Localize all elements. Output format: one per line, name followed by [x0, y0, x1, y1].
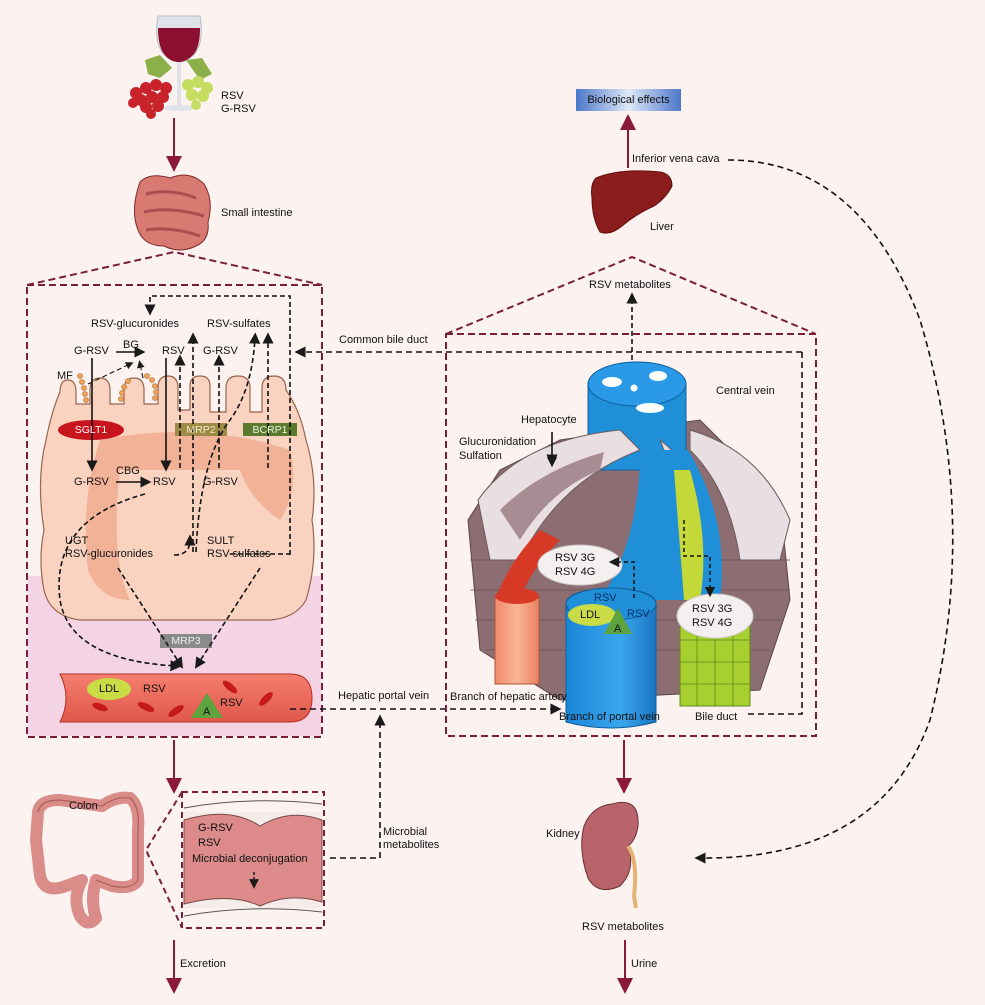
kidney-label: Kidney	[546, 828, 580, 840]
liver-label: Liver	[650, 221, 674, 233]
rsv-3g-label-b: RSV 3G	[692, 603, 733, 615]
rsv-sulfates-label: RSV-sulfates	[207, 318, 271, 330]
cell-g-rsv-2-label: G-RSV	[203, 476, 238, 488]
rsv-glucuronides-label: RSV-glucuronides	[91, 318, 180, 330]
colon-g-rsv-label: G-RSV	[198, 822, 233, 834]
rsv-3g-label-a: RSV 3G	[555, 552, 596, 564]
wine-grapes-icon	[128, 15, 213, 119]
sulfation-label: Sulfation	[459, 450, 502, 462]
kidney-rsv-metabolites-label: RSV metabolites	[582, 921, 664, 933]
blood-ldl-label: LDL	[99, 683, 120, 695]
urine-label: Urine	[631, 958, 658, 970]
common-bile-duct-path	[294, 346, 803, 715]
mrp2-transporter	[175, 423, 227, 436]
sglt1-label: SGLT1	[74, 424, 108, 436]
excretion-label: Excretion	[180, 958, 226, 970]
blood-vessel	[59, 673, 313, 723]
source-compound-rsv: RSV	[221, 90, 244, 102]
small-intestine-icon	[134, 174, 211, 251]
rsv-4g-label-a: RSV 4G	[555, 566, 596, 578]
liver-rsv-metabolites-label: RSV metabolites	[589, 279, 671, 291]
colon-rsv-label: RSV	[198, 837, 221, 849]
blood-rsv-2-label: RSV	[220, 697, 243, 709]
glucuronidation-label: Glucuronidation	[459, 436, 537, 448]
mrp3-label: MRP3	[171, 635, 201, 647]
lumen-rsv-label: RSV	[162, 345, 185, 357]
inferior-vena-cava-label: Inferior vena cava	[632, 153, 720, 165]
bcrp1-transporter	[243, 423, 297, 436]
liver-icon	[591, 170, 673, 234]
enterocyte	[39, 375, 315, 621]
colon-zoom-frame	[144, 791, 325, 929]
rsv-4g-label-b: RSV 4G	[692, 617, 733, 629]
portal-rsv-label: RSV	[594, 592, 617, 604]
enterocyte-solid-arrows	[86, 346, 172, 488]
blood-albumin-label: A	[203, 706, 211, 718]
cell-rsv-label: RSV	[153, 476, 176, 488]
branch-portal-vein-label: Branch of portal vein	[559, 711, 660, 723]
cell-rsv-glucuronides-label: RSV-glucuronides	[65, 548, 154, 560]
vena-cava-to-kidney-path	[694, 159, 954, 864]
central-vein-label: Central vein	[716, 385, 775, 397]
hepatic-portal-vein-label: Hepatic portal vein	[338, 690, 430, 702]
colon-lumen-detail	[183, 800, 323, 917]
branch-hepatic-artery-label: Branch of hepatic artery	[450, 691, 567, 703]
mrp2-label: MRP2	[186, 424, 216, 436]
microbial-metabolites-path	[330, 714, 386, 859]
mrp3-transporter	[160, 634, 212, 648]
hepatocyte-label: Hepatocyte	[521, 414, 577, 426]
portal-albumin-label: A	[614, 623, 622, 635]
liver-zoom-frame	[445, 255, 817, 737]
colon-label: Colon	[69, 800, 98, 812]
enterocyte-dashed-arrows	[58, 295, 291, 672]
lumen-g-rsv-label: G-RSV	[74, 345, 109, 357]
cell-rsv-sulfates-label: RSV-sulfates	[207, 548, 271, 560]
kidney-icon	[581, 801, 639, 909]
bile-duct-label: Bile duct	[695, 711, 738, 723]
common-bile-duct-label: Common bile duct	[339, 334, 428, 346]
colon-icon	[30, 791, 145, 929]
liver-lobule	[467, 361, 791, 729]
portal-rsv-side-label: RSV	[627, 608, 650, 620]
sglt1-transporter	[58, 420, 124, 440]
bcrp1-label: BCRP1	[252, 424, 288, 436]
portal-ldl-label: LDL	[580, 609, 601, 621]
source-compound-g-rsv: G-RSV	[221, 103, 256, 115]
microflora-label: MF	[57, 370, 73, 382]
bg-enzyme-label: BG	[123, 339, 139, 351]
biological-effects-box: Biological effects	[576, 89, 681, 111]
lumen-g-rsv-2-label: G-RSV	[203, 345, 238, 357]
microbial-deconjugation-label: Microbial deconjugation	[192, 853, 308, 865]
ugt-enzyme-label: UGT	[65, 535, 89, 547]
cbg-enzyme-label: CBG	[116, 465, 140, 477]
small-intestine-label: Small intestine	[221, 207, 293, 219]
microbial-metabolites-label-2: metabolites	[383, 839, 440, 851]
blood-rsv-label: RSV	[143, 683, 166, 695]
intestine-zoom-frame	[26, 250, 323, 738]
microbial-metabolites-label-1: Microbial	[383, 826, 428, 838]
microflora-icon	[77, 373, 159, 403]
sult-enzyme-label: SULT	[207, 535, 235, 547]
cell-g-rsv-label: G-RSV	[74, 476, 109, 488]
